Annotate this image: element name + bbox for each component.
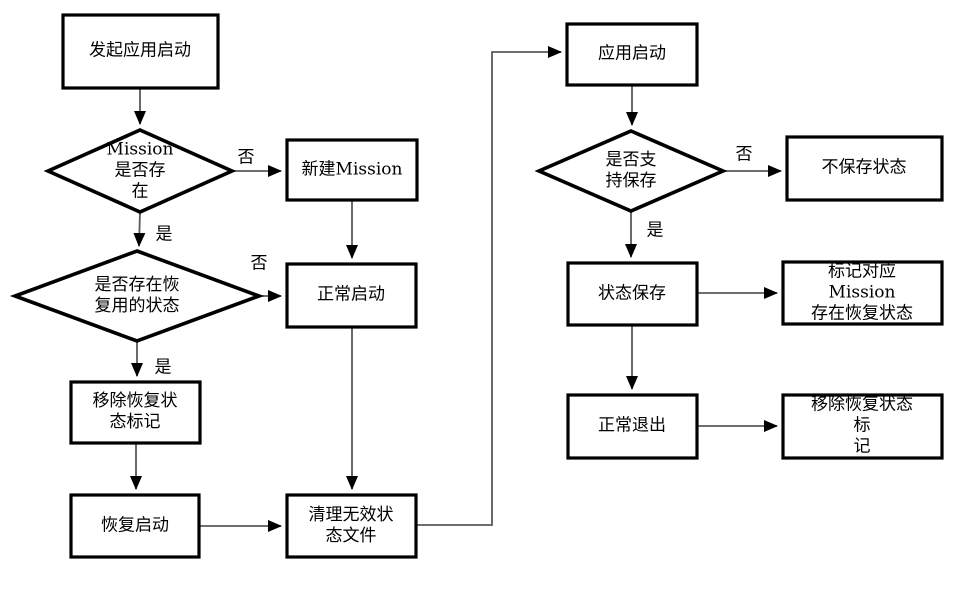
decision-recovery-state-exists-shape	[9, 249, 265, 343]
node-state-save-shape	[566, 261, 699, 327]
decision-mission-exists: Mission 是否存 在	[106, 139, 174, 202]
branch-label-d1-no: 否	[237, 147, 255, 168]
branch-label-d2-no: 否	[250, 253, 268, 274]
node-create-mission: 新建Mission	[301, 159, 403, 180]
node-initiate-app-launch: 发起应用启动	[89, 40, 191, 61]
node-initiate-app-launch-shape	[61, 13, 220, 90]
node-state-save: 状态保存	[598, 283, 666, 304]
node-recovery-launch-shape	[69, 493, 201, 559]
node-do-not-save-state-shape	[785, 135, 944, 202]
node-normal-launch: 正常启动	[317, 284, 385, 305]
decision-recovery-state-exists: 是否存在恢 复用的状态	[94, 275, 180, 316]
node-remove-recovery-state-mark-shape	[781, 393, 944, 460]
branch-label-d3-no: 否	[735, 144, 753, 165]
decision-supports-saving: 是否支 持保存	[605, 150, 657, 191]
node-app-launch: 应用启动	[598, 43, 666, 64]
node-remove-recovery-mark-shape	[69, 380, 202, 445]
node-normal-exit: 正常退出	[598, 415, 666, 436]
node-clean-invalid-state-files: 清理无效状 态文件	[308, 505, 394, 546]
node-clean-invalid-state-files-shape	[285, 493, 418, 559]
edge-d1-yes-to-d2	[133, 211, 146, 247]
node-remove-recovery-mark: 移除恢复状 态标记	[92, 391, 178, 432]
node-normal-exit-shape	[566, 393, 699, 460]
decision-mission-exists-shape	[43, 128, 237, 214]
node-app-launch-shape	[565, 22, 699, 87]
branch-label-d1-yes: 是	[155, 224, 173, 245]
node-mark-mission-recovery-state: 标记对应Mission 存在恢复状态	[811, 261, 913, 324]
node-do-not-save-state: 不保存状态	[821, 157, 907, 178]
node-normal-launch-shape	[285, 262, 418, 329]
branch-label-d2-yes: 是	[154, 357, 172, 378]
node-mark-mission-recovery-state-shape	[781, 260, 944, 326]
branch-label-d3-yes: 是	[646, 220, 664, 241]
edge-clean-files-to-app-start	[416, 46, 562, 526]
node-create-mission-shape	[285, 138, 419, 202]
node-recovery-launch: 恢复启动	[101, 515, 169, 536]
decision-supports-saving-shape	[534, 129, 728, 213]
node-remove-recovery-state-mark: 移除恢复状态标 记	[811, 394, 913, 457]
